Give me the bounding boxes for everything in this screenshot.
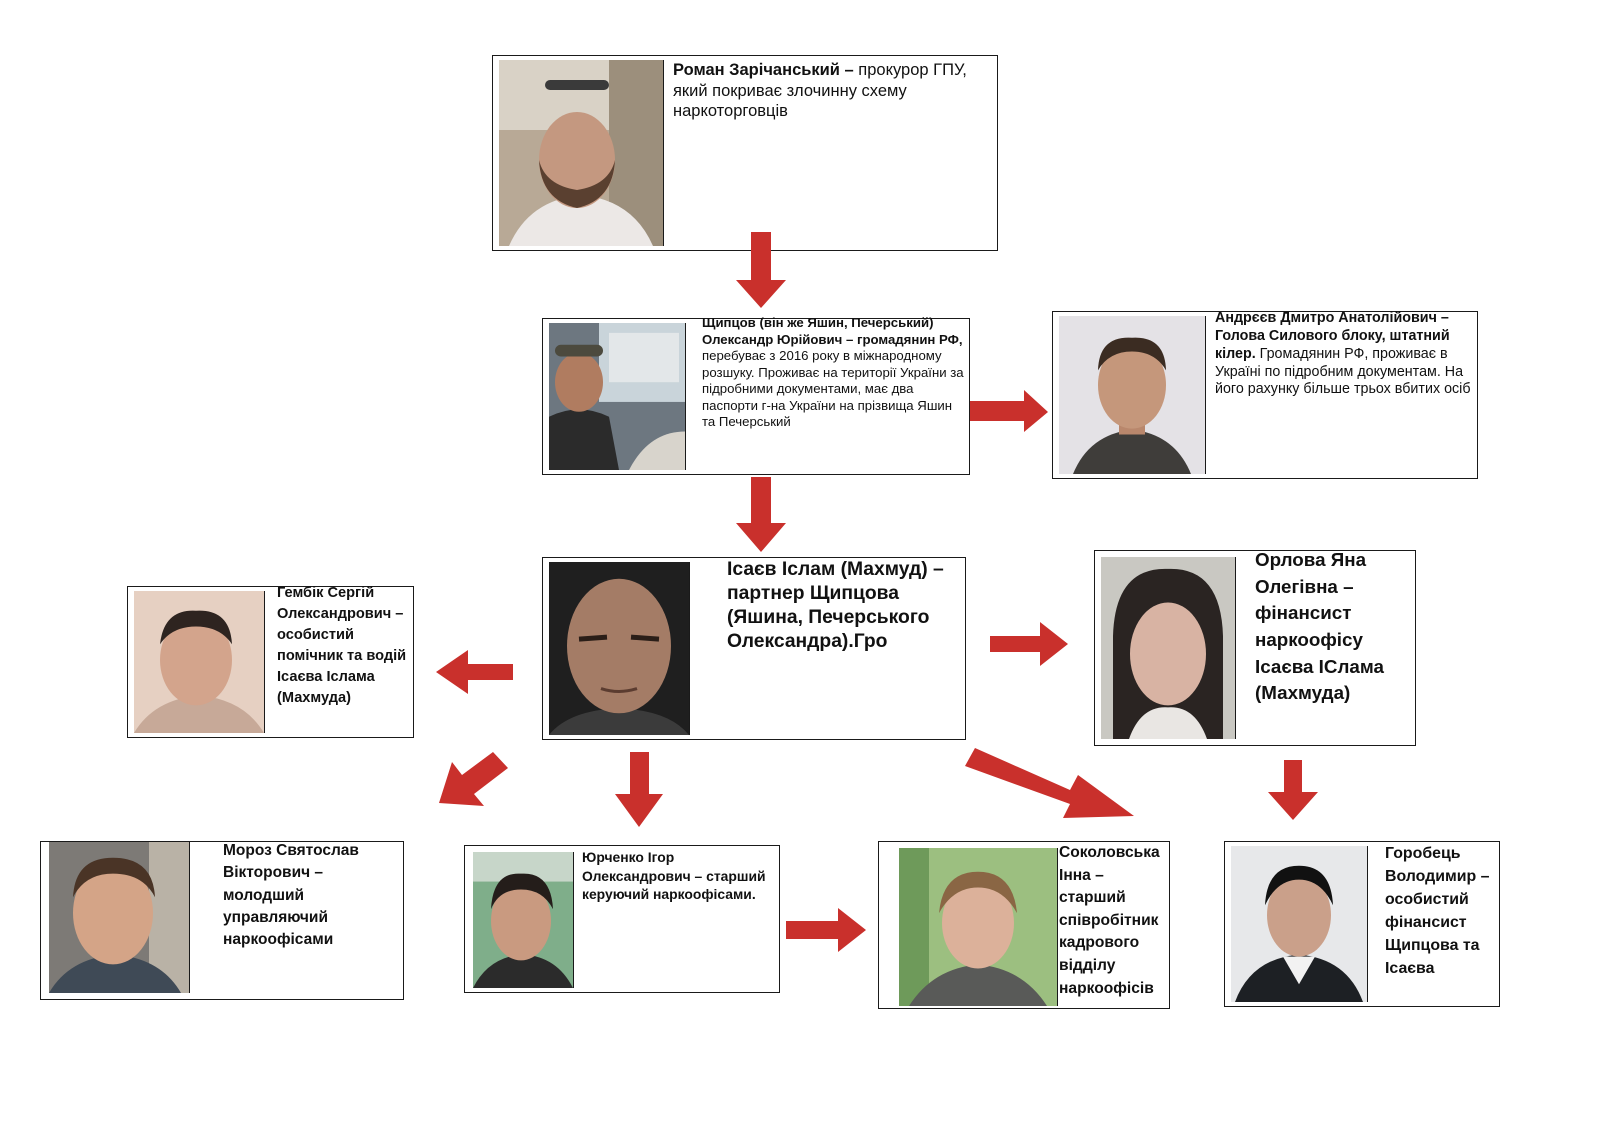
arrow-zarichanskyi-shchyptsov xyxy=(736,232,786,308)
arrow-isaev-orlova xyxy=(990,622,1068,666)
arrow-isaev-moroz xyxy=(439,752,508,806)
arrow-yurchenko-sokolovska xyxy=(786,908,866,952)
arrow-isaev-yurchenko xyxy=(615,752,663,827)
arrow-isaev-hembik xyxy=(436,650,513,694)
arrow-shchyptsov-isaev xyxy=(736,477,786,552)
arrow-shchyptsov-andreev xyxy=(970,390,1048,432)
arrow-isaev-sokolovska xyxy=(965,748,1134,818)
arrow-orlova-horobets xyxy=(1268,760,1318,820)
